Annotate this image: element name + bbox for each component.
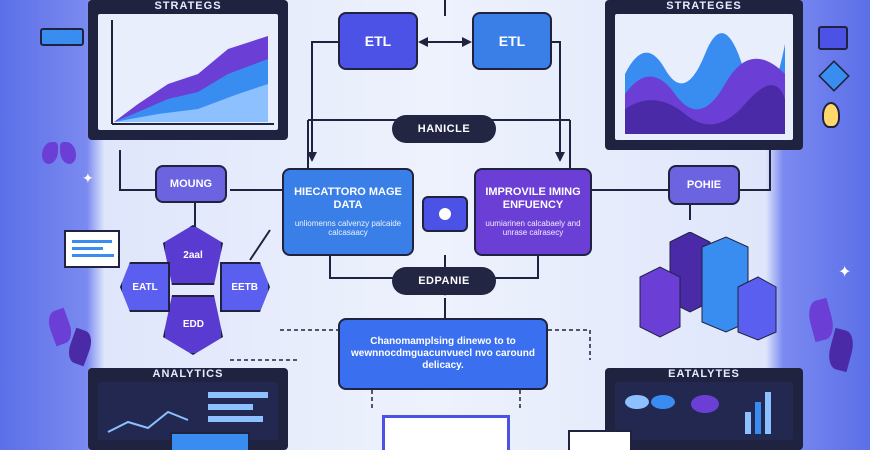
butterfly-icon <box>42 142 76 166</box>
bottom-card-left <box>170 432 250 450</box>
right-center-box[interactable]: IMPROVILE IMING ENFUENCY uumiarinen calc… <box>474 168 592 256</box>
hex-label: EDD <box>182 319 204 331</box>
box-text: Chanomamplsing dinewo to to wewnnocdmgua… <box>351 336 535 371</box>
mixed-chart-screen <box>615 382 793 440</box>
line-chart-screen <box>98 382 278 440</box>
window-icon <box>818 26 848 50</box>
etl-label: ETL <box>498 33 526 49</box>
etl-label: ETL <box>364 33 392 49</box>
box-subtitle: unliomenns calvenzy palcaide calcasaacy <box>294 218 402 238</box>
plant-right-icon <box>800 290 860 400</box>
area-chart-graphic <box>111 20 274 125</box>
box-title: HIECATTORO MAGE DATA <box>294 186 402 212</box>
tag-label: EETB <box>231 281 259 293</box>
monitor-label: STRATEGES <box>666 0 742 12</box>
right-side-box[interactable]: POHIE <box>668 165 740 205</box>
monitor-top-right: STRATEGES <box>605 0 803 150</box>
left-center-box[interactable]: HIECATTORO MAGE DATA unliomenns calvenzy… <box>282 168 414 256</box>
monitor-label: STRATEGS <box>154 0 222 12</box>
sparkle-icon: ✦ <box>838 264 852 281</box>
wave-chart-screen <box>615 14 793 140</box>
mixed-chart-graphic <box>625 392 771 434</box>
etl-box-left[interactable]: ETL <box>338 12 418 70</box>
monitor-top-left: STRATEGS <box>88 0 288 140</box>
sparkle-icon: ✦ <box>82 170 94 186</box>
hex-label: 2aal <box>183 249 203 261</box>
area-chart-screen <box>98 14 278 130</box>
bottom-device-screen <box>382 415 510 450</box>
side-box-label: POHIE <box>686 179 722 191</box>
monitor-label: ANALYTICS <box>152 368 224 380</box>
tag-right: EETB <box>220 262 270 312</box>
explore-pill[interactable]: EDPANIE <box>392 267 496 295</box>
leaf-plant-icon <box>40 300 100 380</box>
note-card-left <box>64 230 120 268</box>
tag-label: EATL <box>132 281 158 293</box>
wave-chart-graphic <box>625 33 785 134</box>
toggle-icon <box>40 28 84 46</box>
tag-left: EATL <box>120 262 170 312</box>
box-title: IMPROVILE IMING ENFUENCY <box>485 186 581 212</box>
lightbulb-icon <box>822 102 840 128</box>
etl-box-right[interactable]: ETL <box>472 12 552 70</box>
cubes-graphic <box>639 232 777 341</box>
hub-icon <box>422 196 468 232</box>
left-side-box[interactable]: MOUNG <box>155 165 227 203</box>
box-subtitle: uumiarinen calcabaely and unrase calrase… <box>485 218 581 238</box>
line-chart-graphic <box>107 392 268 433</box>
monitor-label: EATALYTES <box>668 368 740 380</box>
bottom-card-right <box>568 430 632 450</box>
monitor-bottom-right: EATALYTES <box>605 368 803 450</box>
bottom-center-box[interactable]: Chanomamplsing dinewo to to wewnnocdmgua… <box>338 318 548 390</box>
handle-pill[interactable]: HANICLE <box>392 115 496 143</box>
side-box-label: MOUNG <box>169 178 213 190</box>
